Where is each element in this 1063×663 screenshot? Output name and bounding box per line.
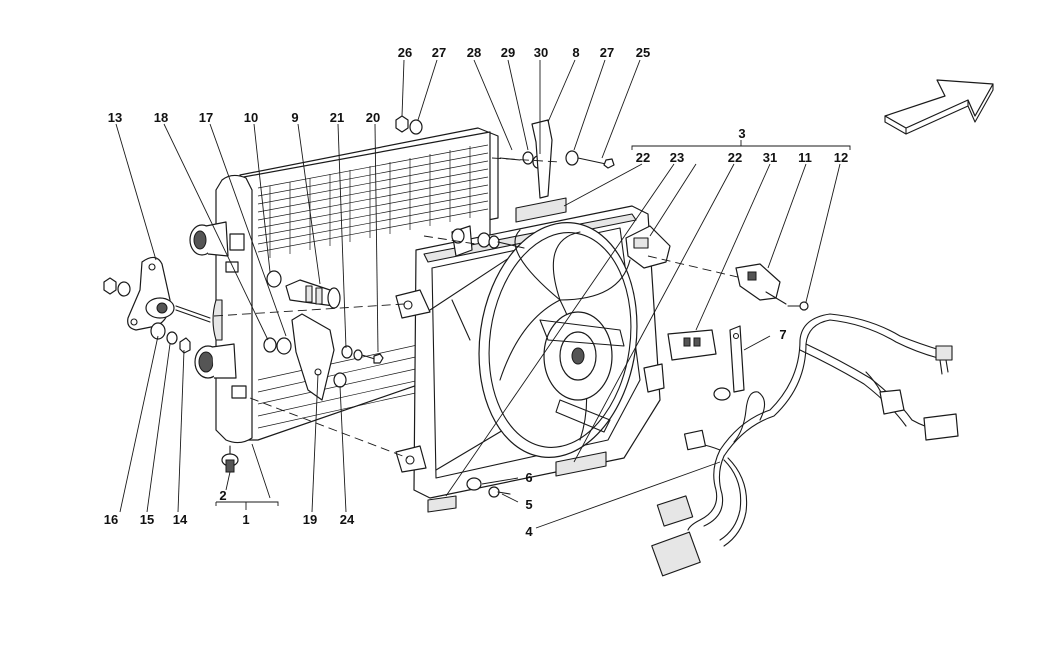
- alignment-lines: [213, 157, 743, 459]
- callout-31: 31: [763, 150, 777, 165]
- callout-17: 17: [199, 110, 213, 125]
- callout-5: 5: [525, 497, 532, 512]
- callout-29: 29: [501, 45, 515, 60]
- callout-6: 6: [525, 470, 532, 485]
- callout-11: 11: [798, 150, 812, 165]
- screw-20-21: [341, 345, 384, 364]
- resistor-module-23: [625, 225, 671, 269]
- callout-25: 25: [636, 45, 650, 60]
- callout-19: 19: [303, 512, 317, 527]
- callout-3: 3: [738, 126, 745, 141]
- shroud-top-screws: [451, 228, 525, 249]
- grommet-24: [333, 372, 347, 388]
- callout-22: 22: [636, 150, 650, 165]
- callout-8: 8: [572, 45, 579, 60]
- sensor-11: [735, 263, 787, 305]
- callout-27-b: 27: [600, 45, 614, 60]
- callout-24: 24: [340, 512, 355, 527]
- callout-26: 26: [398, 45, 412, 60]
- callout-7: 7: [779, 327, 786, 342]
- callout-27: 27: [432, 45, 446, 60]
- screw-5-washer-6: [466, 477, 511, 498]
- callout-15: 15: [140, 512, 154, 527]
- callout-22-b: 22: [728, 150, 742, 165]
- callout-1: 1: [242, 512, 249, 527]
- callout-23: 23: [670, 150, 684, 165]
- washer-10: [266, 270, 282, 288]
- leader-lines: [115, 59, 851, 529]
- callout-labels: 26 27 28 29 30 8 27 25 13 18 17 10 9 21 …: [104, 45, 848, 539]
- bracket-13: [127, 256, 211, 331]
- callout-4: 4: [525, 524, 533, 539]
- callout-30: 30: [534, 45, 548, 60]
- screw-12: [787, 301, 809, 311]
- sensor-9: [285, 279, 341, 309]
- washers-14-15-16: [150, 322, 191, 354]
- relay-31: [667, 329, 717, 361]
- callout-28: 28: [467, 45, 481, 60]
- callout-2: 2: [219, 488, 226, 503]
- callout-20: 20: [366, 110, 380, 125]
- drain-plug: [221, 445, 239, 473]
- callout-14: 14: [173, 512, 188, 527]
- callout-16: 16: [104, 512, 118, 527]
- bracket-7: [713, 325, 745, 401]
- callout-21: 21: [330, 110, 344, 125]
- callout-10: 10: [244, 110, 258, 125]
- callout-9: 9: [291, 110, 298, 125]
- grommet-18: [263, 337, 292, 355]
- wiring-harness: [651, 313, 959, 577]
- callout-18: 18: [154, 110, 168, 125]
- callout-12: 12: [834, 150, 848, 165]
- callout-13: 13: [108, 110, 122, 125]
- direction-arrow: [884, 79, 994, 135]
- nut-washer-top-left: [103, 277, 131, 297]
